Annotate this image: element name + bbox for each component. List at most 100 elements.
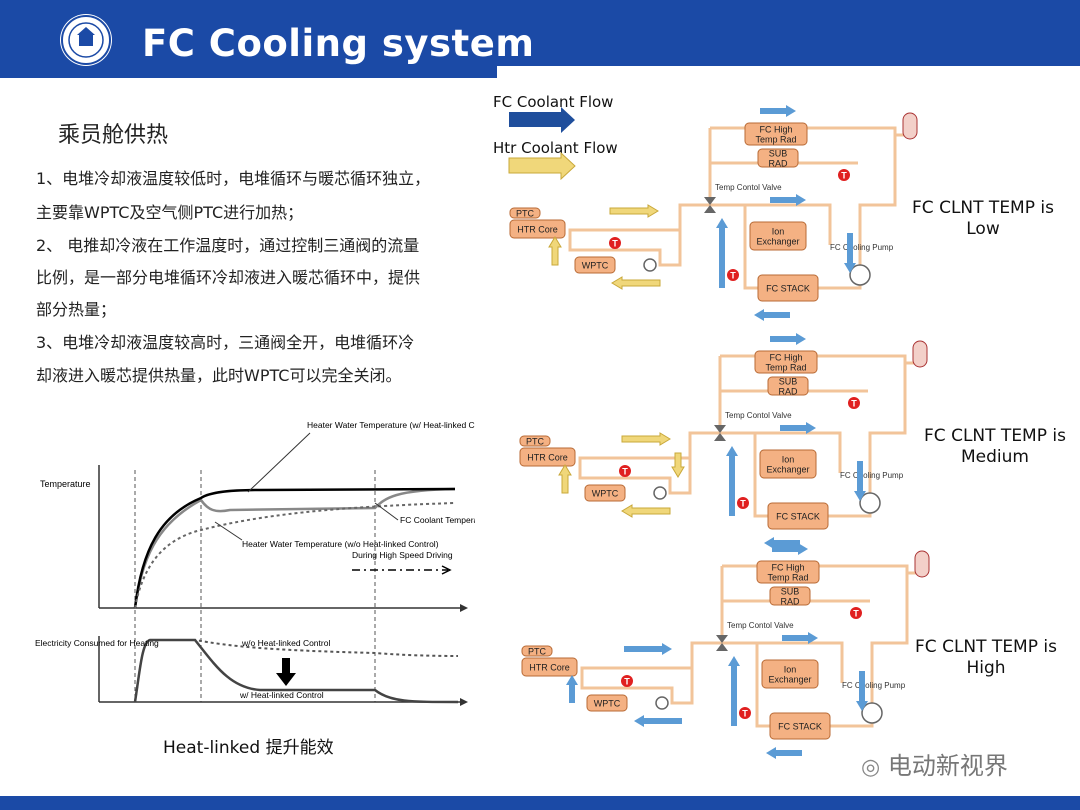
fc-flow-arrow	[844, 233, 856, 273]
legend-fc-flow-label: FC Coolant Flow	[493, 93, 614, 111]
ion-exchanger-text: Exchanger	[766, 465, 809, 475]
sub-rad-text: RAD	[780, 597, 800, 607]
fc-flow-arrow	[856, 671, 868, 711]
temp-sensor-icon: T	[739, 707, 751, 719]
page-title: FC Cooling system	[142, 22, 535, 65]
fc-cooling-pump-icon	[859, 492, 881, 514]
paragraph-line-2: 主要靠WPTC及空气侧PTC进行加热；	[36, 203, 304, 222]
pipe-htr-loop	[580, 663, 694, 705]
pipe-valve-link	[690, 641, 722, 663]
fc-flow-arrow	[766, 747, 802, 759]
fc-stack: FC STACK	[757, 274, 819, 302]
wptc-text: WPTC	[592, 489, 619, 499]
paragraph-line-6: 3、电堆冷却液温度较高时，三通阀全开，电堆循环冷	[36, 333, 415, 352]
wptc: WPTC	[574, 256, 616, 274]
university-logo-icon	[60, 14, 112, 66]
three-way-valve-icon	[716, 635, 728, 651]
wptc-text: WPTC	[594, 699, 621, 709]
svg-text:T: T	[851, 399, 857, 409]
fc-coolant-label: FC Coolant Temperature	[400, 515, 475, 525]
fc-flow-arrow	[770, 333, 806, 345]
temp-sensor-icon: T	[619, 465, 631, 477]
htr-core: HTR Core	[519, 447, 576, 467]
htr-pump-icon	[643, 258, 657, 272]
paragraph-line-5: 部分热量；	[36, 300, 117, 319]
paragraph-line-4: 比例，是一部分电堆循环冷却液进入暖芯循环中，提供	[36, 268, 421, 287]
fc-flow-arrow	[726, 446, 738, 516]
paragraph-line-1: 1、电堆冷却液温度较低时，电堆循环与暖芯循环独立，	[36, 169, 431, 188]
htr-core-text: HTR Core	[527, 453, 568, 463]
htr-flow-arrow-icon	[508, 152, 576, 180]
electricity-axis-label: Electricity Consumed for Heating	[35, 638, 159, 648]
fc-flow-arrow	[854, 461, 866, 501]
htr-core: HTR Core	[521, 657, 578, 677]
temperature-axis-label: Temperature	[40, 479, 91, 489]
htr-flow-arrow	[548, 236, 562, 266]
htr-flow-arrow	[611, 276, 661, 290]
fc-stack: FC STACK	[769, 712, 831, 740]
wptc: WPTC	[586, 694, 628, 712]
fc-flow-arrow	[754, 309, 790, 321]
fc-flow-arrow	[634, 715, 682, 727]
paragraph-line-7: 却液进入暖芯提供热量，此时WPTC可以完全关闭。	[36, 366, 402, 385]
three-way-valve-icon	[704, 197, 716, 213]
sub-rad-text: SUB	[781, 587, 800, 597]
ion-exchanger-text: Ion	[782, 455, 795, 465]
sub-rad-text: SUB	[779, 377, 798, 387]
svg-text:T: T	[624, 677, 630, 687]
chart-caption: Heat-linked 提升能效	[163, 738, 334, 758]
fc-high-temp-rad-text: Temp Rad	[755, 135, 796, 145]
htr-flow-arrow	[671, 452, 685, 478]
fc-cooling-pump-label: FC Cooling Pump	[840, 471, 904, 480]
watermark: ◎ 电动新视界	[861, 746, 1008, 781]
ptc: PTC	[521, 645, 553, 657]
fc-cooling-pump-icon	[861, 702, 883, 724]
ptc: PTC	[519, 435, 551, 447]
ion-exchanger-text: Ion	[772, 227, 785, 237]
fc-stack-text: FC STACK	[766, 284, 810, 294]
three-way-valve-icon	[714, 425, 726, 441]
pipe-valve-link	[688, 431, 720, 453]
watermark-text: 电动新视界	[887, 752, 1008, 780]
temp-control-valve-label: Temp Contol Valve	[725, 411, 792, 420]
sub-rad-text: RAD	[778, 387, 798, 397]
fc-flow-arrow	[772, 543, 808, 555]
fc-flow-arrow	[770, 194, 806, 206]
fc-flow-arrow-icon	[509, 107, 575, 133]
htr-pump-icon	[655, 696, 669, 710]
fc-high-temp-rad-text: FC High	[759, 125, 792, 135]
pipe-main-loop	[718, 354, 907, 518]
svg-text:T: T	[622, 467, 628, 477]
temp-sensor-icon: T	[838, 169, 850, 181]
fc-flow-arrow	[728, 656, 740, 726]
pipe-ion-loop	[753, 431, 842, 473]
fc-cooling-pump-icon	[849, 264, 871, 286]
pipe-htr-loop	[568, 225, 682, 267]
temp-sensor-icon: T	[850, 607, 862, 619]
footer-bar	[0, 796, 1080, 810]
temp-control-valve-label: Temp Contol Valve	[715, 183, 782, 192]
svg-text:T: T	[730, 271, 736, 281]
header-divider	[497, 66, 1080, 78]
htr-core-text: HTR Core	[517, 225, 558, 235]
fc-flow-arrow	[782, 632, 818, 644]
fc-cooling-pump-label: FC Cooling Pump	[842, 681, 906, 690]
pipe-htr-loop	[578, 453, 692, 495]
legend-htr-flow-label: Htr Coolant Flow	[493, 139, 618, 157]
pipe-main-loop	[720, 564, 909, 728]
section-subheading: 乘员舱供热	[58, 123, 169, 148]
fc-stack-text: FC STACK	[778, 722, 822, 732]
fc-high-temp-rad-text: FC High	[769, 353, 802, 363]
heater-without-control-label: Heater Water Temperature (w/o Heat-linke…	[242, 539, 439, 549]
fc-high-temp-rad-text: Temp Rad	[765, 363, 806, 373]
fc-cooling-pump-label: FC Cooling Pump	[830, 243, 894, 252]
ion-exchanger-text: Exchanger	[756, 237, 799, 247]
